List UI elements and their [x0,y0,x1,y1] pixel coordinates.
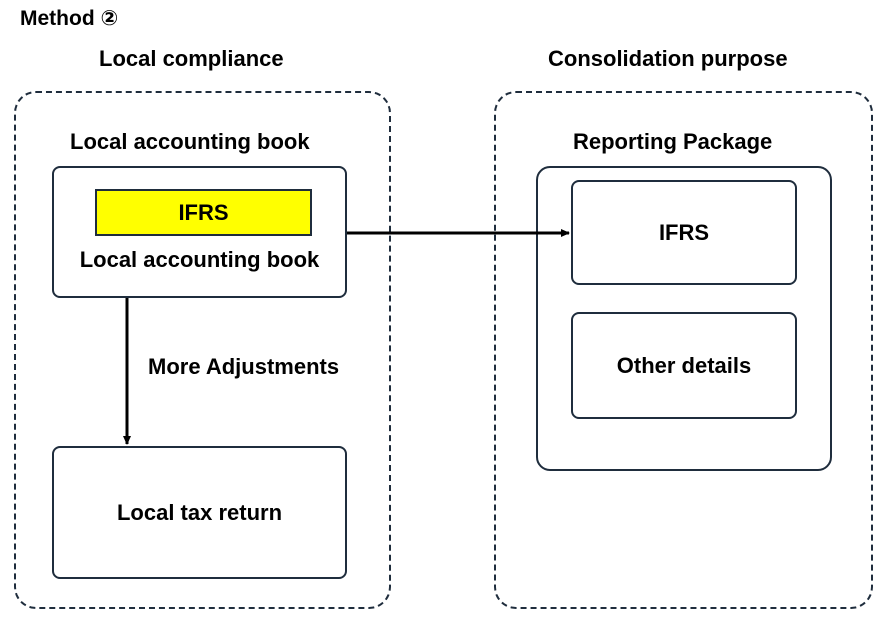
other-details-box: Other details [571,312,797,419]
ifrs-highlight-box: IFRS [95,189,312,236]
local-accounting-book-heading: Local accounting book [70,129,310,154]
reporting-package-heading: Reporting Package [573,129,773,154]
diagram-title: Method ② [20,7,119,30]
local-compliance-heading: Local compliance [99,46,284,71]
local-compliance-panel [14,91,391,609]
package-ifrs-box: IFRS [571,180,797,285]
local-tax-return-box: Local tax return [52,446,347,579]
consolidation-purpose-heading: Consolidation purpose [548,46,788,71]
consolidation-purpose-panel [494,91,873,609]
local-accounting-book-label: Local accounting book [79,247,320,272]
more-adjustments-label: More Adjustments [148,354,340,379]
